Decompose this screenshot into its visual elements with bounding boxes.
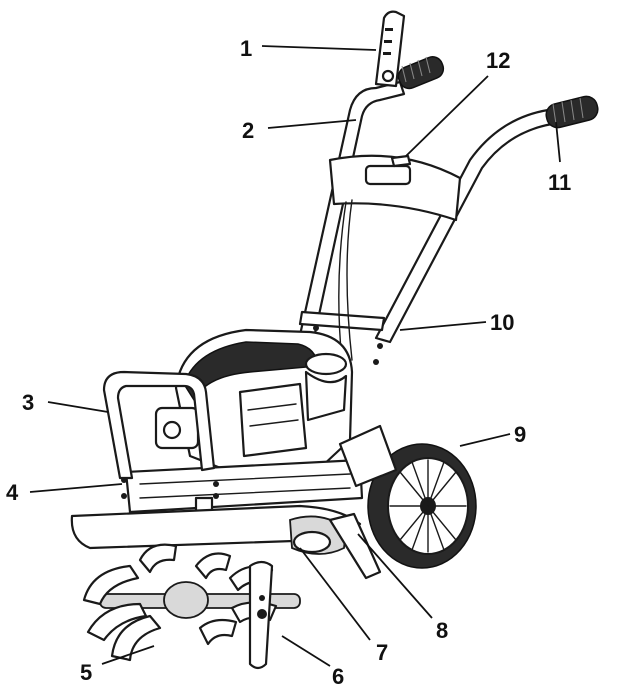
- transmission: [289, 515, 347, 555]
- leader-1: [261, 45, 377, 51]
- callout-2: 2: [242, 118, 254, 143]
- leader-10: [399, 321, 487, 331]
- tine-shield: [70, 504, 362, 550]
- chassis-frame: [121, 458, 364, 528]
- outer-tine-plate: [248, 560, 274, 670]
- handle-console: [328, 154, 462, 222]
- transport-wheel: [338, 424, 477, 569]
- leader-lines: [29, 45, 561, 667]
- callout-10: 10: [490, 310, 514, 335]
- leader-2: [267, 119, 357, 129]
- handlebar-assembly: [298, 10, 599, 365]
- leader-9: [459, 433, 511, 447]
- leader-11: [555, 121, 561, 163]
- callout-12: 12: [486, 48, 510, 73]
- callout-4: 4: [6, 480, 19, 505]
- leader-12: [405, 75, 489, 157]
- leader-3: [47, 401, 109, 413]
- leader-5: [101, 645, 155, 665]
- throttle-lever: [374, 10, 406, 88]
- callout-7: 7: [376, 640, 388, 665]
- front-carry-handle: [102, 370, 216, 480]
- leader-6: [281, 635, 331, 667]
- callout-6: 6: [332, 664, 344, 689]
- leader-7: [299, 547, 371, 641]
- left-handle-tube: [298, 80, 406, 340]
- control-cable: [346, 199, 353, 361]
- callout-9: 9: [514, 422, 526, 447]
- callout-5: 5: [80, 660, 92, 685]
- leader-8: [357, 533, 433, 619]
- leader-4: [29, 483, 123, 493]
- callout-8: 8: [436, 618, 448, 643]
- engine: [154, 328, 354, 476]
- callout-labels: 1 2 3 4 5 6 7 8 9 10 11 12: [6, 36, 571, 689]
- right-handle-tube: [374, 108, 554, 344]
- handle-crossbar: [298, 310, 386, 332]
- left-grip: [397, 56, 445, 90]
- callout-1: 1: [240, 36, 252, 61]
- callout-11: 11: [548, 170, 571, 195]
- callout-3: 3: [22, 390, 34, 415]
- drag-stake: [328, 512, 382, 580]
- right-grip: [545, 95, 599, 129]
